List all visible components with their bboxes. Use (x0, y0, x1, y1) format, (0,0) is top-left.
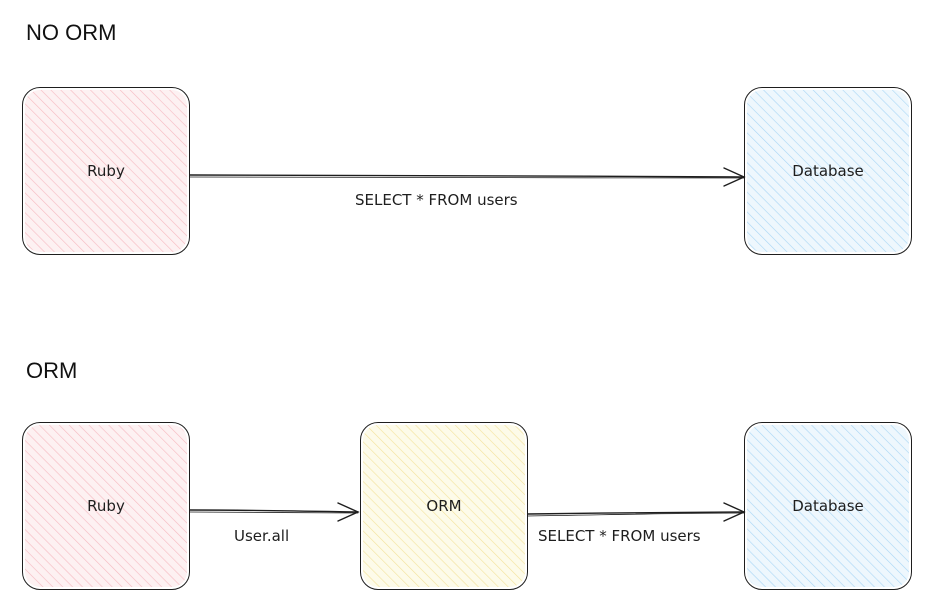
node-label: Ruby (87, 162, 125, 180)
node-label: ORM (426, 497, 462, 515)
edge-label-sql-query: SELECT * FROM users (538, 527, 701, 545)
section-heading-orm: ORM (26, 358, 78, 383)
edge-label-sql-query: SELECT * FROM users (355, 191, 518, 209)
arrow-ruby-to-orm (189, 502, 360, 522)
node-database[interactable]: Database (744, 87, 912, 255)
node-database[interactable]: Database (744, 422, 912, 590)
node-label: Ruby (87, 497, 125, 515)
node-ruby[interactable]: Ruby (22, 422, 190, 590)
edge-label-method-call: User.all (234, 527, 290, 545)
node-label: Database (792, 497, 864, 515)
node-orm[interactable]: ORM (360, 422, 528, 590)
section-heading-no-orm: NO ORM (26, 20, 117, 45)
arrow-ruby-to-database-top (189, 167, 746, 187)
arrow-orm-to-database (527, 502, 746, 522)
node-ruby[interactable]: Ruby (22, 87, 190, 255)
node-label: Database (792, 162, 864, 180)
